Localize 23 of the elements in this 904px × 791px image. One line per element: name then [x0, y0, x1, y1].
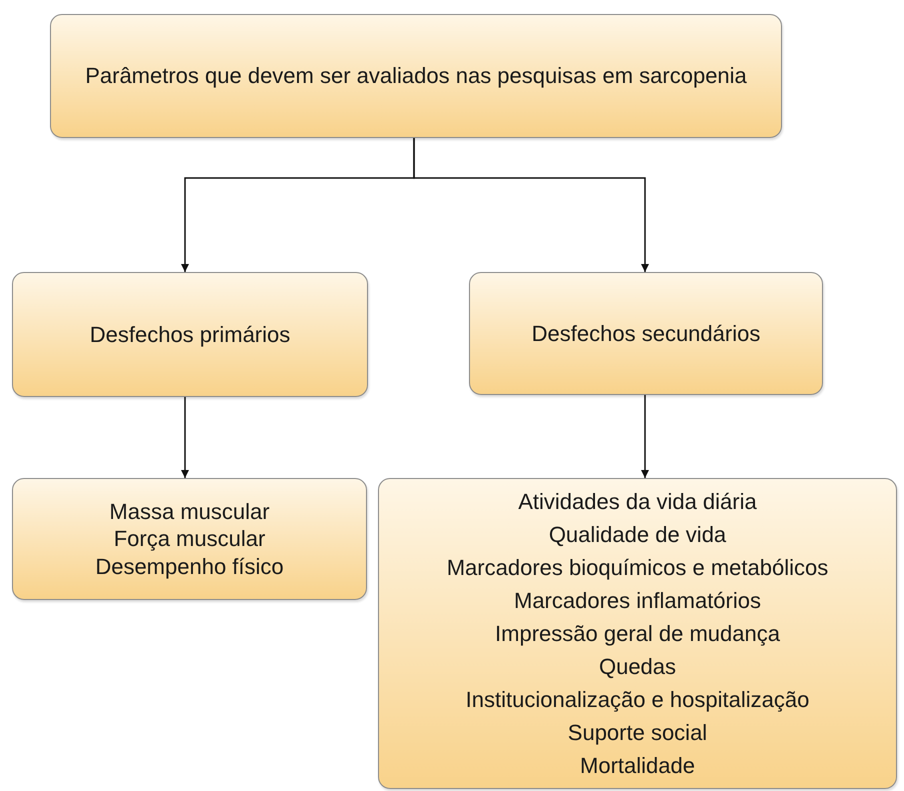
- node-text: Quedas: [598, 653, 676, 681]
- node-text: Marcadores inflamatórios: [514, 587, 761, 615]
- node-text: Institucionalização e hospitalização: [466, 686, 810, 714]
- arrow: [181, 397, 189, 478]
- process-box: [12, 478, 367, 600]
- arrow: [413, 138, 649, 272]
- node-text: Marcadores bioquímicos e metabólicos: [446, 554, 828, 582]
- node-text: Massa muscular: [109, 498, 270, 526]
- node-text: Impressão geral de mudança: [495, 620, 780, 648]
- process-box: [469, 272, 823, 395]
- node-text: Qualidade de vida: [548, 521, 726, 549]
- node-text: Força muscular: [114, 525, 266, 553]
- node-text: Atividades da vida diária: [518, 488, 757, 516]
- node-text: Suporte social: [568, 719, 708, 747]
- process-box: [12, 272, 368, 397]
- node-text: Parâmetros que devem ser avaliados nas pesquisas em sarcopenia: [85, 62, 747, 90]
- title-box: [50, 14, 782, 138]
- node-text: Mortalidade: [580, 752, 695, 780]
- node-text: Desfechos secundários: [532, 320, 760, 348]
- node-text: Desfechos primários: [90, 320, 290, 348]
- process-box: [378, 478, 897, 789]
- node-text: Desempenho físico: [95, 552, 284, 580]
- arrow: [641, 395, 649, 478]
